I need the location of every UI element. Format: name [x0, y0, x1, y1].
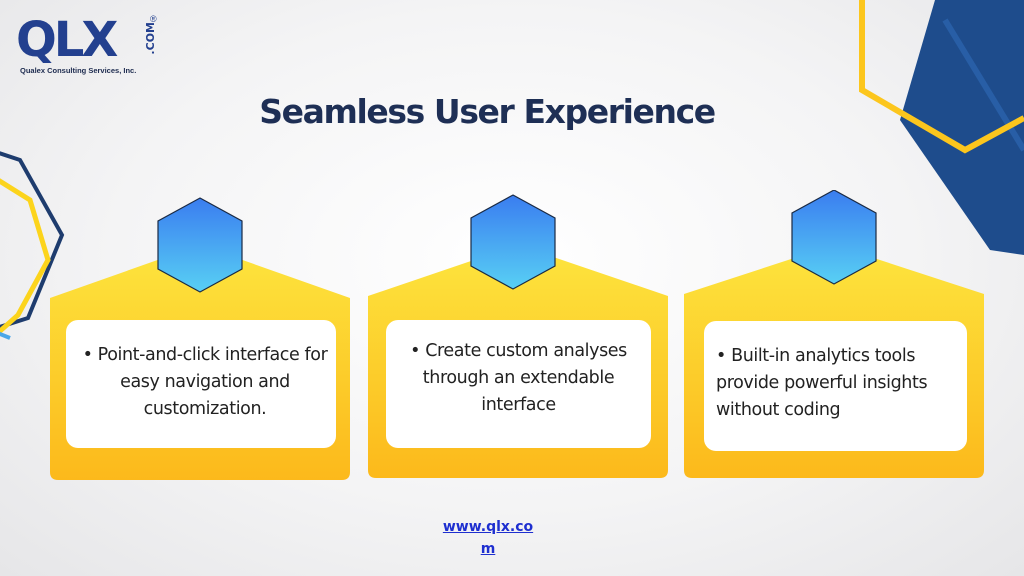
navy-hexagon-shape — [900, 0, 1024, 255]
hexagon-icon — [157, 197, 243, 293]
left-yellow-outline — [0, 178, 51, 335]
hexagon-icon — [791, 190, 877, 285]
left-blue-outline — [0, 331, 11, 340]
yellow-outline-shape — [859, 0, 1024, 154]
logo-company-name: Qualex Consulting Services, Inc. — [20, 66, 137, 75]
logo-wordmark: QLX — [16, 12, 118, 68]
registered-mark: ® — [150, 14, 157, 24]
logo-domain-suffix: .COM — [144, 22, 157, 55]
feature-card: • Built-in analytics tools provide power… — [684, 190, 986, 482]
card-text: • Create custom analyses through an exte… — [386, 320, 651, 448]
company-logo[interactable]: QLX .COM ® Qualex Consulting Services, I… — [14, 12, 164, 82]
hexagon-icon — [470, 194, 556, 290]
website-link[interactable]: www.qlx.com — [442, 519, 534, 557]
feature-card: • Create custom analyses through an exte… — [368, 190, 670, 482]
card-text: • Built-in analytics tools provide power… — [704, 321, 967, 451]
card-text: • Point-and-click interface for easy nav… — [66, 320, 336, 448]
feature-card: • Point-and-click interface for easy nav… — [50, 190, 352, 482]
page-title: Seamless User Experience — [259, 92, 716, 131]
left-navy-outline — [0, 151, 65, 329]
